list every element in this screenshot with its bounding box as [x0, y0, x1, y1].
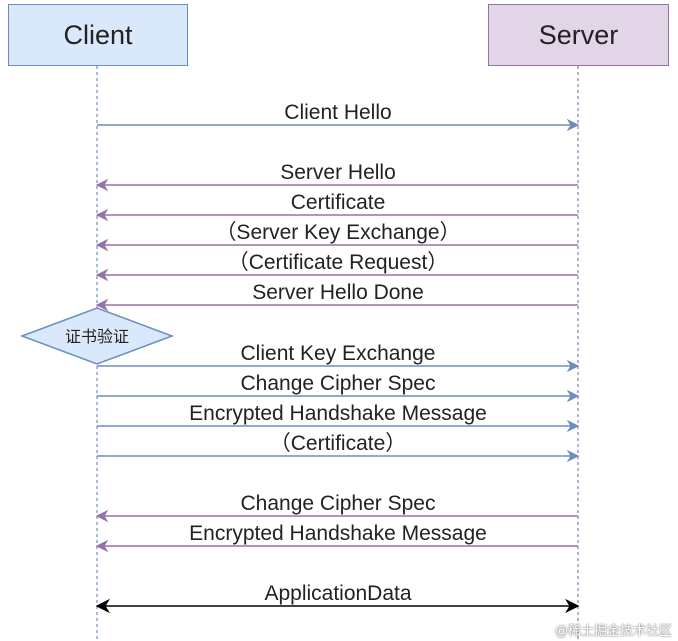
message-label: （Certificate Request）	[228, 251, 449, 274]
message-1: Client Hello	[97, 101, 580, 132]
message-label: ApplicationData	[264, 582, 411, 605]
message-6: Server Hello Done	[95, 281, 578, 312]
message-13: ApplicationData	[95, 582, 580, 614]
message-9: Encrypted Handshake Message	[97, 402, 580, 433]
message-7: Client Key Exchange	[97, 342, 580, 373]
message-label: Change Cipher Spec	[241, 372, 436, 395]
server-actor-box: Server	[488, 4, 669, 66]
message-label: （Server Key Exchange）	[215, 221, 460, 244]
watermark: @稀土掘金技术社区	[554, 624, 672, 639]
message-label: （Certificate）	[270, 432, 407, 455]
message-label: Encrypted Handshake Message	[189, 402, 487, 425]
message-label: Server Hello	[280, 161, 396, 184]
message-12: Encrypted Handshake Message	[95, 522, 578, 553]
message-5: （Certificate Request）	[95, 251, 578, 282]
message-label: Server Hello Done	[252, 281, 424, 304]
message-11: Change Cipher Spec	[95, 492, 578, 523]
client-actor-box: Client	[8, 4, 188, 66]
message-4: （Server Key Exchange）	[95, 221, 578, 252]
message-label: Change Cipher Spec	[241, 492, 436, 515]
server-actor-label: Server	[538, 19, 619, 50]
message-2: Server Hello	[95, 161, 578, 192]
decision-label: 证书验证	[65, 327, 129, 346]
message-8: Change Cipher Spec	[97, 372, 580, 403]
message-10: （Certificate）	[97, 432, 580, 463]
message-label: Encrypted Handshake Message	[189, 522, 487, 545]
decision-diamond	[19, 307, 175, 365]
message-label: Certificate	[291, 191, 386, 214]
message-label: Client Hello	[284, 101, 391, 124]
certificate-verification-decision: 证书验证	[19, 307, 175, 365]
message-label: Client Key Exchange	[241, 342, 436, 365]
client-actor-label: Client	[63, 19, 133, 50]
message-3: Certificate	[95, 191, 578, 222]
